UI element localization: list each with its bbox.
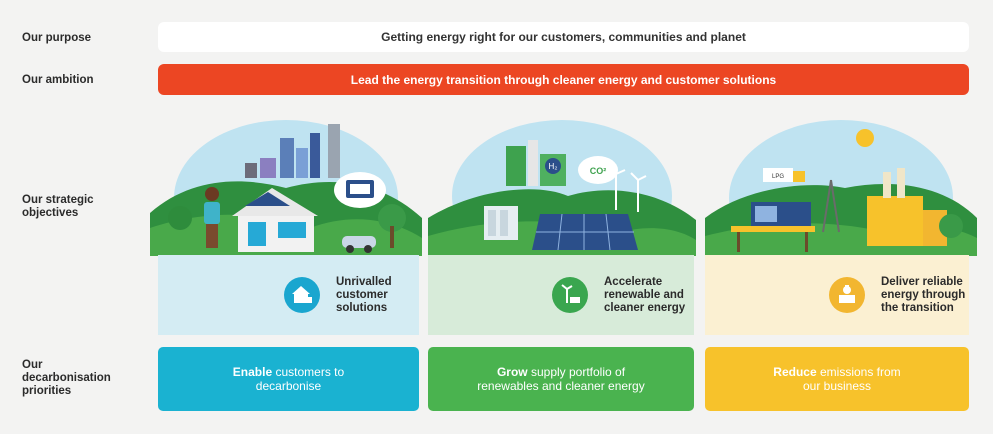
label-priorities-line3: priorities — [22, 385, 72, 397]
objective-line: Accelerate — [604, 275, 663, 288]
label-decarbonisation-priorities: Our decarbonisation priorities — [22, 359, 111, 398]
customer-home-icon — [284, 277, 320, 313]
label-strategic-objectives: Our strategic objectives — [22, 194, 94, 220]
priority-text: emissions from — [816, 365, 901, 379]
label-purpose: Our purpose — [22, 32, 92, 44]
lpg-text: LPG — [772, 174, 784, 180]
renewable-energy-illustration: H₂ CO² — [428, 118, 696, 256]
objective-line: the transition — [881, 301, 954, 314]
objective-line: customer — [336, 288, 388, 301]
objective-card-reliable-energy: Deliver reliable energy through the tran… — [705, 255, 969, 335]
priority-text: customers to — [272, 365, 345, 379]
customer-solutions-illustration — [150, 118, 422, 256]
priority-keyword: Grow — [496, 365, 528, 379]
priority-line: renewables and cleaner energy — [477, 379, 645, 393]
label-priorities-line1: Our — [22, 359, 43, 371]
purpose-text: Getting energy right for our customers, … — [381, 30, 746, 44]
objective-text-reliable-energy: Deliver reliable energy through the tran… — [881, 276, 991, 315]
priority-line: Grow supply portfolio of — [497, 365, 625, 379]
ambition-text: Lead the energy transition through clean… — [350, 72, 777, 87]
priority-line: decarbonise — [255, 379, 322, 393]
priority-enable: Enable customers to decarbonise — [158, 347, 419, 411]
wind-solar-icon — [552, 277, 588, 313]
priority-grow: Grow supply portfolio of renewables and … — [428, 347, 694, 411]
objective-card-renewable-energy: Accelerate renewable and cleaner energy — [428, 255, 694, 335]
objective-line: energy through — [881, 288, 966, 301]
label-priorities-line2: decarbonisation — [22, 372, 111, 384]
label-objectives-line2: objectives — [22, 207, 79, 219]
priority-keyword: Reduce — [773, 365, 817, 379]
co2-text: CO² — [590, 166, 607, 176]
objective-line: renewable and — [604, 288, 684, 301]
h2-text: H₂ — [549, 162, 558, 171]
objective-card-customer-solutions: Unrivalled customer solutions — [158, 255, 419, 335]
objective-line: Unrivalled — [336, 275, 392, 288]
objective-text-customer-solutions: Unrivalled customer solutions — [336, 276, 446, 315]
label-objectives-line1: Our strategic — [22, 194, 94, 206]
reliable-energy-icon — [829, 277, 865, 313]
priority-line: Enable customers to — [233, 365, 344, 379]
objective-text-renewable-energy: Accelerate renewable and cleaner energy — [604, 276, 714, 315]
priority-line: our business — [802, 379, 872, 393]
purpose-banner: Getting energy right for our customers, … — [158, 22, 969, 52]
objective-line: solutions — [336, 301, 388, 314]
label-ambition: Our ambition — [22, 74, 94, 86]
ambition-banner: Lead the energy transition through clean… — [158, 64, 969, 95]
priority-text: supply portfolio of — [527, 365, 626, 379]
priority-keyword: Enable — [232, 365, 273, 379]
priority-line: Reduce emissions from — [773, 365, 900, 379]
reliable-energy-illustration: LPG — [705, 118, 977, 256]
objective-line: cleaner energy — [604, 301, 686, 314]
priority-reduce: Reduce emissions from our business — [705, 347, 969, 411]
objective-line: Deliver reliable — [881, 275, 963, 288]
